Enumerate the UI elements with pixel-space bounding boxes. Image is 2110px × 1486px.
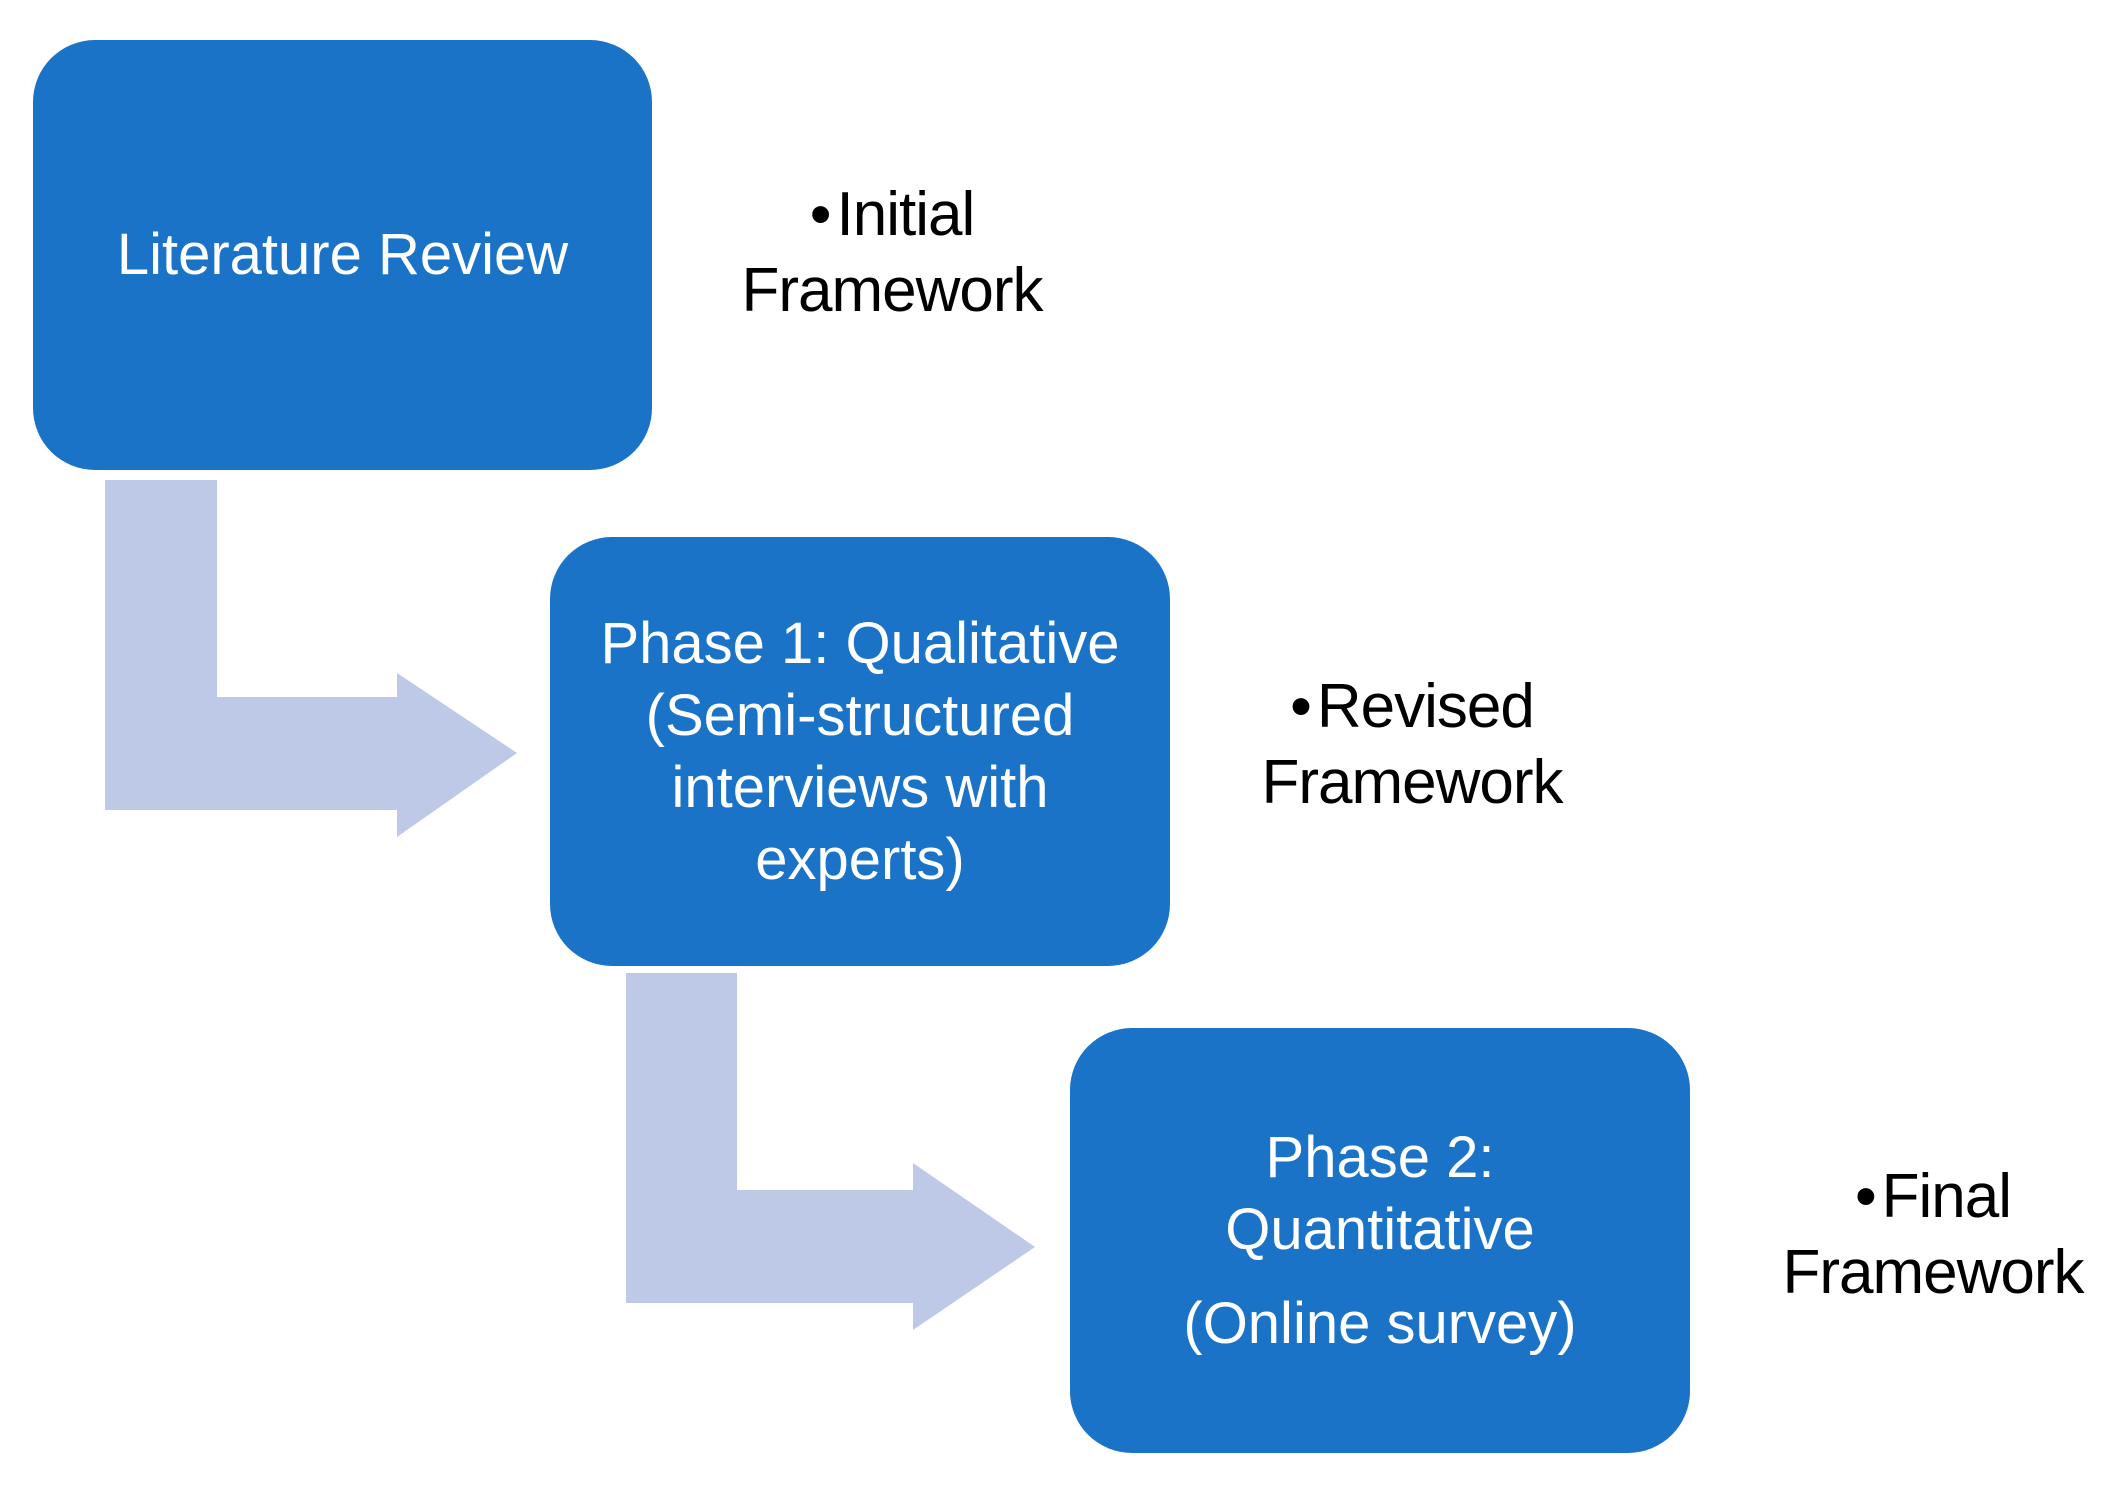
callout-line1: •Final: [1683, 1159, 2110, 1235]
callout-initial-framework: •Initial Framework: [642, 177, 1142, 329]
callout-word: Initial: [836, 180, 975, 249]
callout-line2: Framework: [1782, 1238, 2084, 1307]
callout-word: Revised: [1316, 672, 1535, 741]
callout-line2: Framework: [1261, 748, 1563, 817]
node-label: Phase 1: Qualitative (Semi-structured in…: [600, 610, 1120, 892]
node-sublabel: (Online survey): [1183, 1290, 1577, 1356]
callout-revised-framework: •Revised Framework: [1162, 669, 1662, 821]
callout-line2: Framework: [741, 256, 1043, 325]
bullet-icon: •: [1290, 672, 1312, 741]
elbow-arrow-1: [105, 480, 517, 837]
node-label: Phase 2: Quantitative: [1225, 1124, 1535, 1262]
callout-word: Final: [1881, 1162, 2012, 1231]
bullet-icon: •: [1854, 1162, 1877, 1231]
callout-line1: •Revised: [1162, 669, 1662, 745]
node-phase1-qualitative: Phase 1: Qualitative (Semi-structured in…: [550, 537, 1170, 966]
callout-line1: •Initial: [642, 177, 1142, 253]
node-literature-review: Literature Review: [33, 40, 652, 470]
elbow-arrow-2: [626, 973, 1035, 1330]
callout-final-framework: •Final Framework: [1683, 1159, 2110, 1311]
bullet-icon: •: [809, 180, 832, 249]
node-phase2-quantitative: Phase 2: Quantitative (Online survey): [1070, 1028, 1690, 1453]
node-label: Literature Review: [116, 222, 569, 287]
